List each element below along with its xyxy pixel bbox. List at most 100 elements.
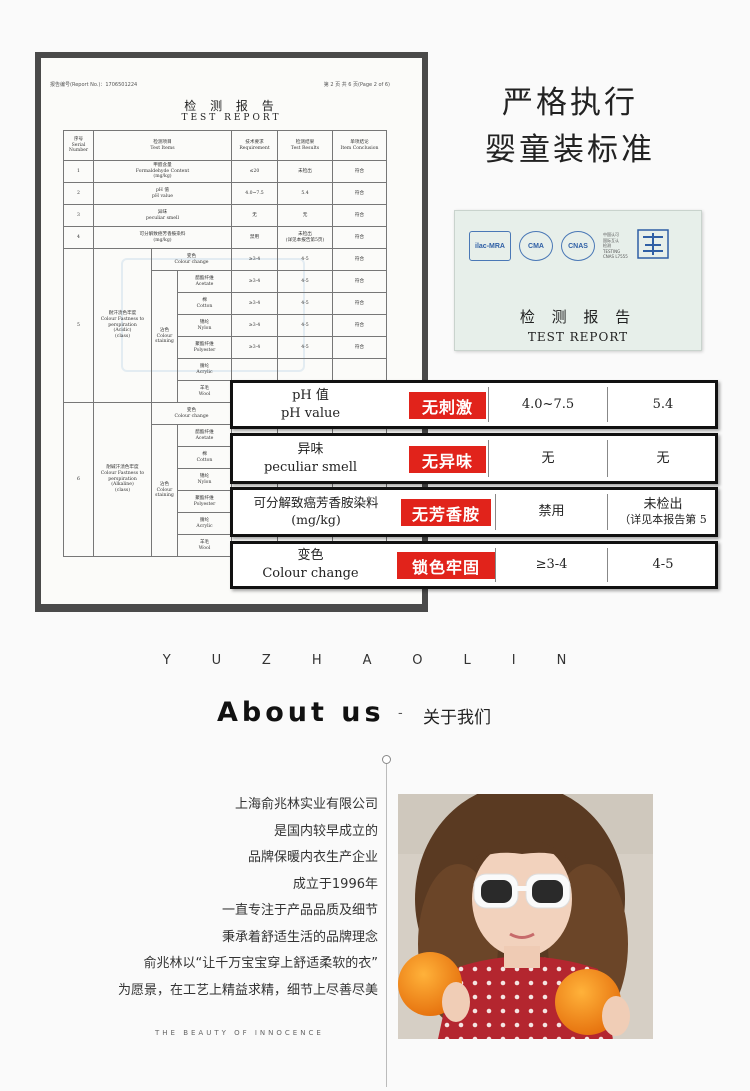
highlight-row-ph: pH 值 pH value 无刺激 4.0~7.5 5.4	[230, 380, 718, 429]
report-cell	[231, 358, 278, 381]
highlight-item-en: pH value	[280, 405, 341, 421]
report-cell: ≥3-4	[231, 314, 278, 337]
cnas-logo-icon: CNAS	[561, 231, 595, 261]
report-cell: 符合	[332, 292, 387, 315]
report-header: 报告编号(Report No.)：1706501224 第 2 页 共 6 页(…	[50, 81, 390, 88]
report-cell: 4-5	[277, 314, 333, 337]
highlight-tag: 锁色牢固	[397, 552, 495, 579]
report-col-header: 单项结论 Item Conclusion	[332, 130, 387, 161]
report-cell: 1	[63, 160, 94, 183]
cert-title-en: TEST REPORT	[527, 330, 629, 344]
report-cell: 无	[231, 204, 278, 227]
report-cell: 符合	[332, 314, 387, 337]
highlight-item-cn: 可分解致癌芳香胺染料	[253, 495, 379, 511]
report-cell: 聚酯纤维 Polyester	[177, 336, 232, 359]
divider	[607, 494, 608, 530]
cert-title-cn: 检 测 报 告	[519, 308, 637, 326]
highlight-row-smell: 异味 peculiar smell 无异味 无 无	[230, 433, 718, 484]
report-cell: 变色 Colour change	[151, 248, 232, 271]
report-cell: ≥3-4	[231, 270, 278, 293]
divider	[488, 387, 489, 422]
report-cell: 4	[63, 226, 94, 249]
report-cell: 符合	[332, 336, 387, 359]
report-cell: 未检出	[277, 160, 333, 183]
divider	[607, 387, 608, 422]
highlight-result: 4-5	[652, 557, 674, 573]
highlight-item-cn: pH 值	[292, 387, 329, 403]
highlight-requirement: 无	[541, 450, 555, 466]
report-cell: 4-5	[277, 270, 333, 293]
report-cell: 腈纶 Acrylic	[177, 358, 232, 381]
report-cell: 禁用	[231, 226, 278, 249]
highlight-result: 未检出	[643, 496, 683, 512]
report-col-header: 序号 Serial Number	[63, 130, 94, 161]
report-cell: 耐碱汗渍色牢度 Colour Fastness to perspiration …	[93, 402, 152, 557]
highlight-item-en: (mg/kg)	[291, 512, 341, 527]
report-title-cn: 检 测 报 告	[184, 99, 279, 113]
tagline: THE BEAUTY OF INNOCENCE	[155, 1029, 324, 1037]
girl-with-oranges-photo	[398, 794, 653, 1039]
report-cell: 锦纶 Nylon	[177, 314, 232, 337]
report-cell: 4-5	[277, 248, 333, 271]
report-col-header: 检测结果 Test Results	[277, 130, 333, 161]
about-line: 秉承着舒适生活的品牌理念	[221, 929, 378, 945]
timeline-dot-icon	[382, 755, 391, 764]
report-cell: 变色 Colour change	[151, 402, 232, 425]
report-cell: 4.0~7.5	[231, 182, 278, 205]
report-cell: 符合	[332, 248, 387, 271]
report-number: 报告编号(Report No.)：1706501224	[50, 82, 138, 88]
report-cell: 符合	[332, 182, 387, 205]
divider	[607, 440, 608, 477]
report-cell: ≥3-4	[231, 248, 278, 271]
report-cell: 5.4	[277, 182, 333, 205]
cma-logo-icon: CMA	[519, 231, 553, 261]
about-line: 上海俞兆林实业有限公司	[234, 797, 378, 812]
report-cell: ≥3-4	[231, 292, 278, 315]
ilac-logo-icon: ilac-MRA	[469, 231, 511, 261]
report-cell: 耐汗渍色牢度 Colour Fastness to perspiration (…	[93, 248, 152, 403]
report-cell: 聚酯纤维 Polyester	[177, 490, 232, 513]
highlight-item-cn: 变色	[297, 548, 324, 564]
divider	[495, 548, 496, 582]
report-cell: 棉 Cotton	[177, 446, 232, 469]
brand-name: YUZHAOLIN	[162, 653, 608, 668]
highlight-result-note: （详见本报告第 5	[619, 513, 707, 527]
timeline-line	[386, 762, 387, 1087]
report-col-header: 技术要求 Requirement	[231, 130, 278, 161]
report-cell	[277, 358, 333, 381]
report-cell: ≥3-4	[231, 336, 278, 359]
report-cell: 无	[277, 204, 333, 227]
highlight-result: 5.4	[652, 396, 674, 412]
report-page: 第 2 页 共 6 页(Page 2 of 6)	[323, 82, 390, 88]
report-cell: 羊毛 Wool	[177, 534, 232, 557]
about-line: 一直专注于产品品质及细节	[221, 903, 378, 918]
report-title-en: TEST REPORT	[181, 113, 282, 123]
highlight-tag: 无芳香胺	[401, 499, 491, 526]
divider	[607, 548, 608, 582]
cert-logo-caption: 中国认可 国际互认 检测 TESTING CNAS L7555	[603, 232, 628, 260]
about-title-en: About us	[217, 697, 385, 728]
report-cell: pH 值 pH value	[93, 182, 232, 205]
report-cell: 异味 peculiar smell	[93, 204, 232, 227]
testing-mark-icon	[637, 229, 669, 263]
headline-line1: 严格执行	[502, 85, 638, 121]
report-cell: 4-5	[277, 292, 333, 315]
highlight-row-amine: 可分解致癌芳香胺染料 (mg/kg) 无芳香胺 禁用 未检出 （详见本报告第 5	[230, 487, 718, 537]
report-cell: 6	[63, 402, 94, 557]
highlight-requirement: 禁用	[538, 504, 565, 520]
about-paragraph: 上海俞兆林实业有限公司 是国内较早成立的 品牌保暖内衣生产企业 成立于1996年…	[40, 792, 378, 1004]
highlight-requirement: 4.0~7.5	[521, 396, 575, 412]
cert-logos: ilac-MRA CMA CNAS 中国认可 国际互认 检测 TESTING C…	[469, 229, 669, 263]
about-line: 俞兆林以“让千万宝宝穿上舒适柔软的衣”	[143, 956, 378, 971]
report-cell: 符合	[332, 204, 387, 227]
report-cell: 腈纶 Acrylic	[177, 512, 232, 535]
divider	[488, 440, 489, 477]
about-separator: -	[398, 706, 403, 721]
highlight-tag: 无异味	[409, 446, 486, 473]
highlight-tag: 无刺激	[409, 392, 486, 419]
